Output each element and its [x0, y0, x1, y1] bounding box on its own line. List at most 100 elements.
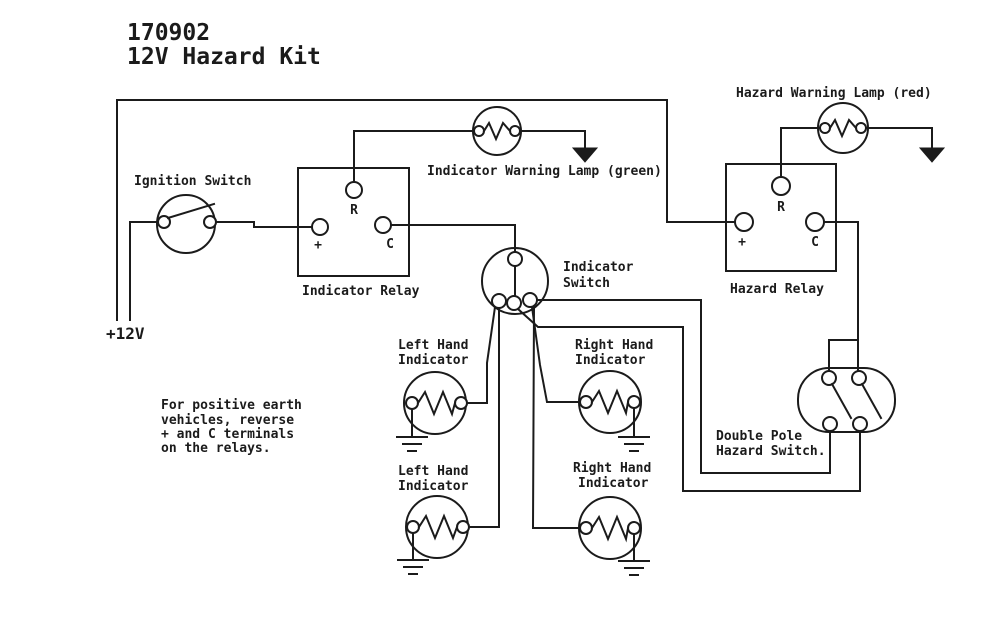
- rear-left-lamp-terminal-right: [456, 520, 470, 534]
- front-right-lamp-filament: [590, 388, 630, 417]
- green-lamp-filament: [482, 120, 512, 142]
- red-lamp-filament: [828, 117, 858, 139]
- indicator-relay-terminal-r-label: R: [350, 203, 358, 218]
- front-left-indicator-symbol: Left Hand Indicator: [396, 338, 469, 452]
- wire-switch-to-front-right-indicator: [530, 305, 581, 403]
- supply-label: +12V: [106, 324, 145, 343]
- front-right-label-line1: Right Hand: [575, 338, 653, 353]
- hazard-switch-blade-right: [860, 382, 883, 420]
- rear-right-lamp-terminal-right: [627, 521, 641, 535]
- ignition-terminal-right: [203, 215, 217, 229]
- hazard-relay-symbol: R + C Hazard Relay: [725, 163, 837, 297]
- front-right-lamp-terminal-left: [579, 395, 593, 409]
- wire-hazard-switch-pole-link: [828, 339, 859, 372]
- wiring-harness: [116, 99, 933, 529]
- front-left-lamp-terminal-left: [405, 396, 419, 410]
- rear-left-earth-ground-symbol: [397, 559, 429, 575]
- hazard-relay-terminal-r-label: R: [777, 200, 785, 215]
- indicator-relay-terminal-r: [345, 181, 363, 199]
- front-left-lamp-filament: [416, 389, 457, 418]
- green-lamp-terminal-right: [509, 125, 521, 137]
- wire-switch-common-to-hazard-switch: [516, 307, 861, 492]
- front-right-label-line2: Indicator: [575, 353, 646, 368]
- indicator-warning-lamp-symbol: Indicator Warning Lamp (green): [427, 106, 662, 179]
- double-pole-hazard-switch-symbol: Double Pole Hazard Switch.: [716, 367, 896, 459]
- wire-supply-bus-to-hazard-relay: [116, 99, 736, 321]
- hazard-relay-terminal-plus-label: +: [738, 235, 746, 250]
- note-line3: + and C terminals: [161, 427, 294, 442]
- front-left-label-line1: Left Hand: [398, 338, 468, 353]
- title-kit-name: 12V Hazard Kit: [127, 44, 321, 70]
- red-lamp-terminal-left: [819, 122, 831, 134]
- note-line1: For positive earth: [161, 398, 302, 413]
- hazard-switch-terminal-top-right: [851, 370, 867, 386]
- hazard-switch-body: [797, 367, 896, 433]
- wire-switch-to-rear-left-indicator: [468, 307, 500, 528]
- indicator-switch-label-line1: Indicator: [563, 260, 634, 275]
- indicator-switch-label-line2: Switch: [563, 276, 610, 291]
- wire-indicator-relay-r-to-green-lamp: [353, 130, 475, 183]
- hazard-warning-lamp-symbol: Hazard Warning Lamp (red): [736, 86, 946, 163]
- hazard-relay-terminal-r: [771, 176, 791, 196]
- front-left-earth-ground-symbol: [396, 436, 428, 452]
- ignition-switch-label: Ignition Switch: [134, 174, 251, 189]
- front-right-indicator-symbol: Right Hand Indicator: [575, 338, 653, 452]
- rear-right-lamp-terminal-left: [579, 521, 593, 535]
- hazard-switch-terminal-bottom-left: [822, 416, 838, 432]
- front-left-lamp-terminal-right: [454, 396, 468, 410]
- wire-green-lamp-to-ground: [520, 130, 586, 148]
- ignition-switch-symbol: Ignition Switch: [134, 174, 251, 254]
- note-line2: vehicles, reverse: [161, 413, 294, 428]
- green-lamp-ground-arrow: [571, 147, 599, 163]
- rear-right-lamp-filament: [590, 514, 630, 543]
- green-lamp-terminal-left: [473, 125, 485, 137]
- rear-right-earth-ground-symbol: [618, 560, 650, 576]
- rear-right-label-line2: Indicator: [578, 476, 649, 491]
- indicator-relay-terminal-c: [374, 216, 392, 234]
- red-lamp-ground-arrow: [918, 147, 946, 163]
- indicator-relay-terminal-plus-label: +: [314, 238, 322, 253]
- indicator-switch-body: [481, 247, 549, 315]
- indicator-relay-symbol: R + C Indicator Relay: [297, 167, 420, 299]
- indicator-switch-terminal-left: [491, 293, 507, 309]
- wire-switch-to-rear-right-indicator: [531, 305, 581, 529]
- front-right-lamp-terminal-right: [627, 395, 641, 409]
- rear-left-lamp-filament: [417, 513, 459, 541]
- hazard-switch-blade-left: [830, 382, 853, 420]
- red-lamp-terminal-right: [855, 122, 867, 134]
- indicator-switch-terminal-middle: [506, 295, 522, 311]
- indicator-relay-body: [297, 167, 410, 277]
- ignition-switch-blade: [166, 202, 216, 220]
- wire-indicator-relay-c-to-switch: [390, 224, 516, 253]
- wire-red-lamp-to-hazard-relay-r: [780, 127, 821, 178]
- note-line4: on the relays.: [161, 441, 271, 456]
- rear-left-label-line2: Indicator: [398, 479, 469, 494]
- indicator-relay-label: Indicator Relay: [302, 284, 420, 299]
- indicator-relay-terminal-plus: [311, 218, 329, 236]
- wire-supply-to-ignition-switch: [129, 221, 159, 321]
- hazard-switch-terminal-top-left: [821, 370, 837, 386]
- hazard-switch-label-line2: Hazard Switch.: [716, 444, 826, 459]
- rear-right-indicator-symbol: Right Hand Indicator: [573, 461, 651, 576]
- indicator-switch-symbol: Indicator Switch: [481, 247, 634, 315]
- indicator-switch-terminal-right: [522, 292, 538, 308]
- rear-left-indicator-symbol: Left Hand Indicator: [397, 464, 470, 575]
- rear-right-label-line1: Right Hand: [573, 461, 651, 476]
- ignition-terminal-left: [157, 215, 171, 229]
- positive-earth-note: For positive earth vehicles, reverse + a…: [161, 398, 302, 456]
- indicator-warning-lamp-label: Indicator Warning Lamp (green): [427, 164, 662, 179]
- front-right-earth-ground-symbol: [618, 436, 650, 452]
- hazard-warning-lamp-label: Hazard Warning Lamp (red): [736, 86, 932, 101]
- front-left-label-line2: Indicator: [398, 353, 469, 368]
- rear-left-label-line1: Left Hand: [398, 464, 468, 479]
- title-part-number: 170902: [127, 20, 210, 46]
- wire-ignition-to-indicator-relay: [215, 221, 313, 228]
- hazard-relay-terminal-plus: [734, 212, 754, 232]
- wire-red-lamp-to-ground: [865, 127, 933, 148]
- indicator-switch-terminal-top: [507, 251, 523, 267]
- rear-left-lamp-terminal-left: [406, 520, 420, 534]
- wire-switch-right-to-hazard-switch: [536, 299, 831, 474]
- red-lamp-body: [817, 102, 869, 154]
